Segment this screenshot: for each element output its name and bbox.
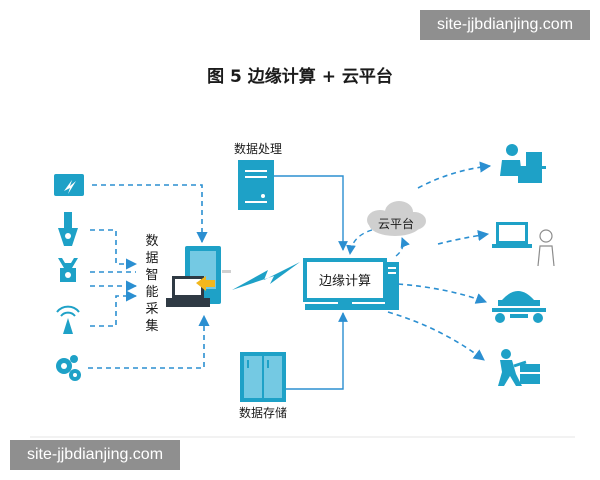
server-tower-icon — [238, 160, 274, 210]
data-processing-label: 数据处理 — [234, 141, 282, 156]
wireless-sensor-icon — [56, 305, 80, 334]
robot-vehicle-icon — [492, 291, 546, 323]
svg-text:据: 据 — [145, 251, 158, 266]
data-storage-label: 数据存储 — [239, 405, 287, 420]
smart-collection-label: 数 据 智 能 采 集 — [145, 234, 158, 334]
probe-sensor-icon — [58, 212, 78, 246]
storage-cabinet-icon — [240, 352, 286, 402]
svg-text:能: 能 — [145, 285, 158, 300]
laptop-user-icon — [492, 222, 555, 267]
svg-text:智: 智 — [145, 268, 158, 283]
cloud-icon — [367, 201, 426, 236]
left-device-links — [88, 184, 210, 369]
clamp-sensor-icon — [58, 258, 78, 282]
edge-computing-label: 边缘计算 — [319, 274, 371, 289]
cloud-edge-links — [346, 229, 410, 257]
svg-text:数: 数 — [145, 234, 158, 249]
svg-text:集: 集 — [145, 318, 158, 334]
wireless-link-icon — [232, 262, 300, 290]
storage-to-edge-link — [286, 312, 348, 390]
figure-title: 图 5 边缘计算 + 云平台 — [207, 67, 393, 87]
office-worker-icon — [500, 144, 546, 183]
edge-computer-icon — [303, 258, 399, 310]
watermark-bottom: site-jjbdianjing.com — [10, 440, 180, 470]
cloud-platform-label: 云平台 — [378, 216, 414, 231]
gear-machine-icon — [56, 355, 81, 381]
lightning-panel-icon — [54, 174, 84, 196]
edge-to-devices-links — [387, 161, 492, 361]
collector-terminal-icon — [166, 246, 231, 307]
svg-text:采: 采 — [145, 302, 158, 317]
watermark-top: site-jjbdianjing.com — [420, 10, 590, 40]
worker-box-icon — [498, 349, 540, 386]
processing-to-edge-link — [274, 175, 348, 251]
